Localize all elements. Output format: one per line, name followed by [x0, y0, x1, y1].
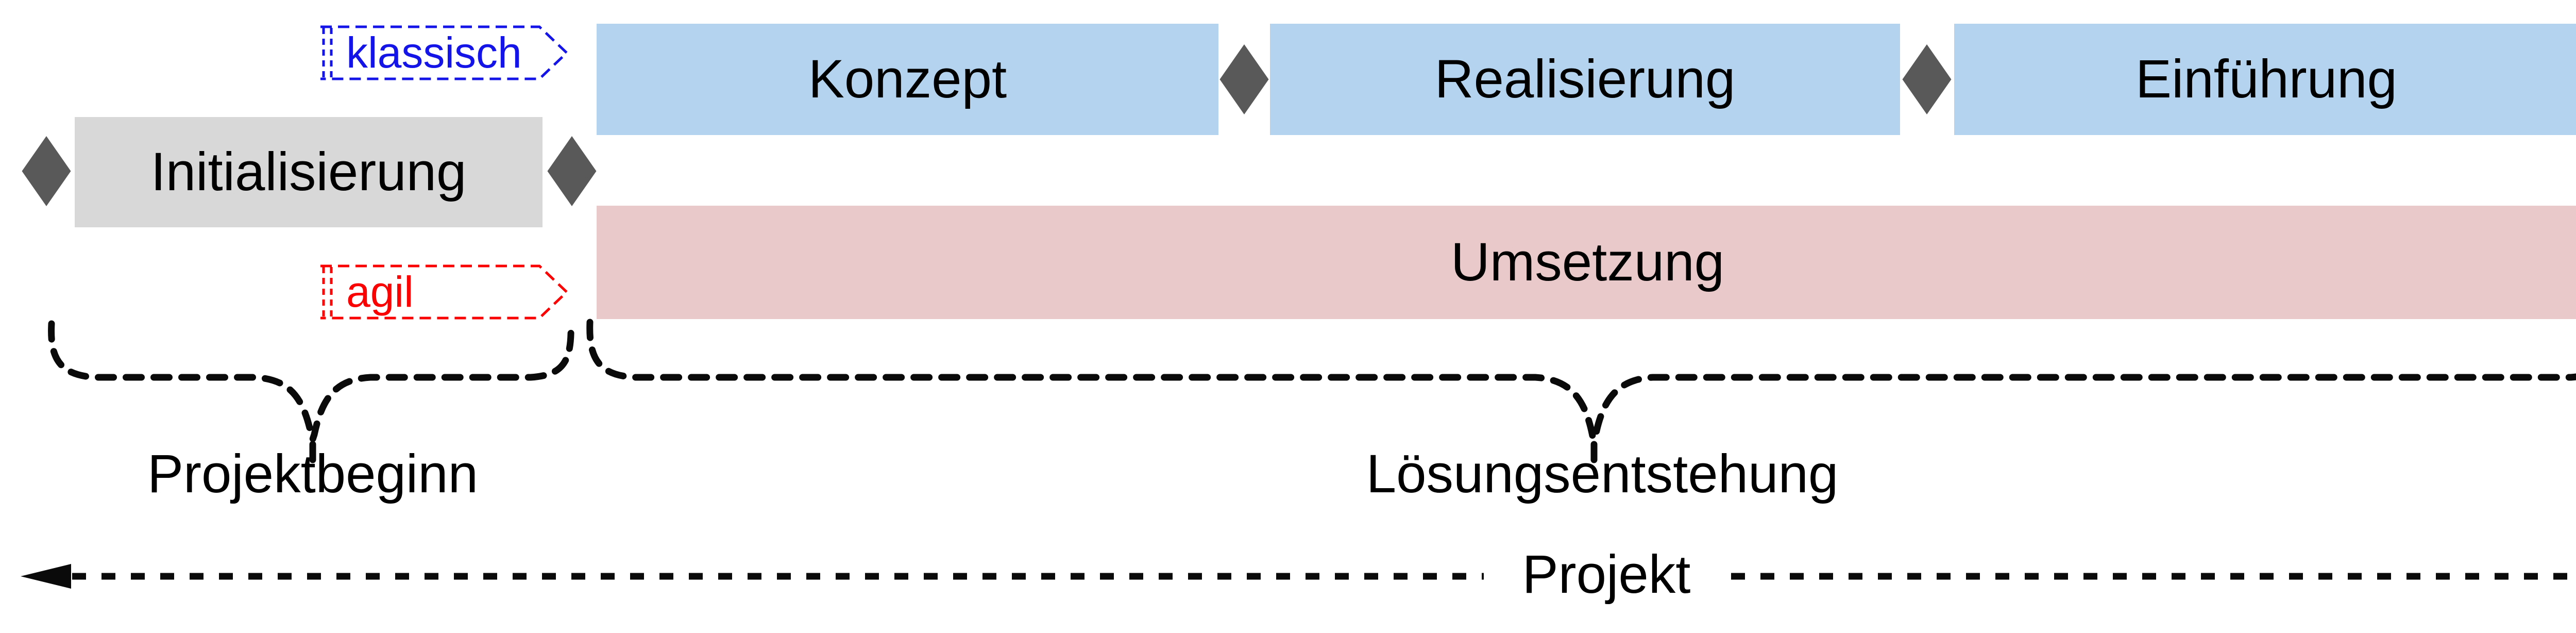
milestone-diamond-icon: [1902, 44, 1952, 114]
timeline-start-label: Projektbeginn: [147, 444, 479, 504]
arrow-left-icon: [21, 564, 71, 589]
phase-box-konzept: Konzept: [597, 24, 1218, 135]
agile-track-pennant-label: agil: [346, 266, 414, 318]
brace-loesungsentstehung-icon: [586, 319, 2576, 448]
phase-label-konzept: Konzept: [808, 49, 1007, 109]
phase-box-initialisierung: Initialisierung: [75, 117, 543, 227]
phase-label-realisierung: Realisierung: [1434, 49, 1736, 109]
brace-projektbeginn-icon: [48, 320, 574, 450]
phase-box-einfuehrung: Einführung: [1954, 24, 2576, 135]
milestone-diamond-icon: [1219, 44, 1269, 114]
classic-track-label: klassisch: [346, 28, 522, 77]
phase-box-realisierung: Realisierung: [1270, 24, 1900, 135]
phase-label-initialisierung: Initialisierung: [150, 142, 467, 202]
project-timeline-label: Projekt: [1522, 544, 1691, 605]
phase-label-umsetzung: Umsetzung: [1450, 232, 1725, 292]
agile-track-label: agil: [346, 268, 414, 316]
phase-label-einfuehrung: Einführung: [2136, 49, 2397, 109]
classic-track-pennant-label: klassisch: [346, 27, 522, 79]
milestone-diamond-icon: [22, 136, 71, 206]
timeline-solution-label: Lösungsentstehung: [1366, 444, 1839, 504]
milestone-diamond-icon: [547, 136, 597, 206]
phase-box-umsetzung: Umsetzung: [597, 206, 2576, 319]
